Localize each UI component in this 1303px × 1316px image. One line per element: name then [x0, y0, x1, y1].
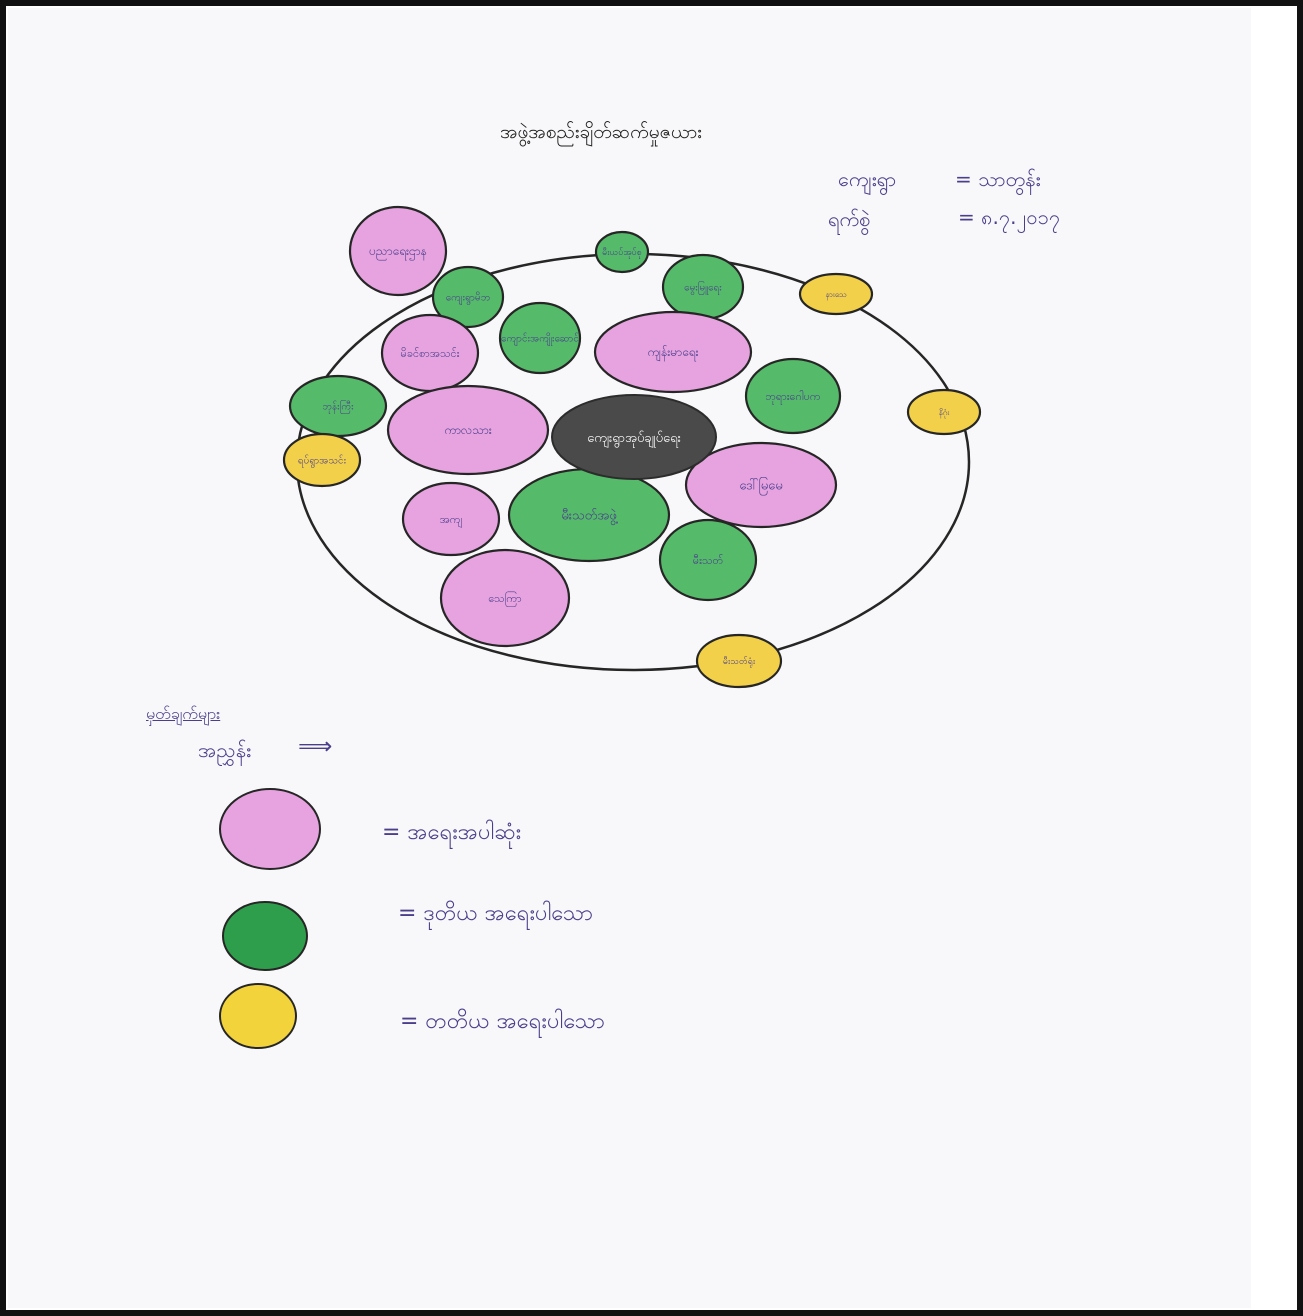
center-node-circle: [551, 394, 717, 480]
node-n10-label: ဘုရားဂေါပက: [765, 390, 821, 405]
node-n7-circle: [593, 310, 753, 394]
legend-heading: မှတ်ချက်များ: [146, 704, 221, 723]
node-n11-circle: [906, 388, 982, 436]
legend-low-text: = တတိယ အရေးပါသော: [400, 1009, 605, 1034]
node-n12-circle: [386, 384, 550, 476]
node-n7-label: ကျန်းမာရေး: [647, 344, 698, 362]
node-n3-label: ကျေးရွာမိဘ: [446, 291, 491, 306]
node-n2-circle: [594, 230, 650, 274]
node-n3-circle: [431, 265, 505, 329]
date-value: = ၈.၇.၂၀၁၇: [958, 205, 1061, 229]
node-n6-circle: [498, 301, 582, 375]
scan-edge: [1251, 8, 1295, 1308]
node-n6-label: ကျောင်းအကျိုးဆောင်: [501, 332, 579, 347]
node-n14-label: ဒေါ်မြမေ: [739, 477, 782, 496]
node-n8-label: မိခင်စာအသင်း: [401, 347, 460, 360]
node-n18-circle: [439, 548, 571, 648]
legend-arrow: ⟹: [298, 732, 333, 760]
node-n15-label: အကျ: [440, 513, 463, 528]
paper-sheet: [8, 8, 1251, 1308]
node-n16-label: မီးသတ်အဖွဲ့: [561, 508, 618, 526]
legend-medium-text: = ဒုတိယ အရေးပါသော: [398, 901, 593, 926]
node-n18-label: သေကြာ: [488, 591, 521, 607]
node-n19-circle: [695, 633, 783, 689]
node-n5-label: နားသေ: [825, 290, 846, 301]
node-n10-circle: [744, 357, 842, 435]
date-label: ရက်စွဲ: [828, 207, 871, 231]
node-n14-circle: [684, 441, 838, 529]
node-n9-label: ဘုန်းကြီး: [322, 399, 354, 415]
node-n5-circle: [798, 272, 874, 316]
node-n11-label: နိဂုံး: [939, 407, 951, 419]
node-n17-label: မီးသတ်: [693, 554, 724, 567]
node-n2-label: မီးယပ်အုပ်စု: [602, 247, 642, 259]
legend-high-swatch: [219, 788, 321, 870]
node-n17-circle: [658, 518, 758, 602]
node-n12-label: ကာလသား: [444, 423, 492, 437]
village-value: = သာတွန်း: [955, 167, 1041, 191]
node-n19-label: မီးသတ်ရုံး: [723, 656, 756, 668]
legend-medium-swatch: [222, 901, 308, 971]
center-node-label: ကျေးရွာအုပ်ချုပ်ရေး: [587, 430, 681, 448]
node-n4-label: မွေးမြူရေး: [684, 280, 722, 296]
village-label: ကျေးရွာ: [838, 167, 897, 191]
legend-key-label: အညွှန်း: [198, 738, 252, 762]
diagram-title: အဖွဲ့အစည်းချိတ်ဆက်မှုဇယား: [500, 121, 703, 143]
legend-low-swatch: [219, 983, 297, 1049]
legend-high-text: = အရေးအပါဆုံး: [382, 820, 522, 845]
node-n15-circle: [401, 481, 501, 557]
node-n1-circle: [348, 205, 448, 297]
node-n1-label: ပညာရေးဌာန: [369, 244, 427, 261]
node-n13-label: ရပ်ရွာအသင်း: [298, 454, 347, 469]
node-n13-circle: [282, 432, 362, 488]
